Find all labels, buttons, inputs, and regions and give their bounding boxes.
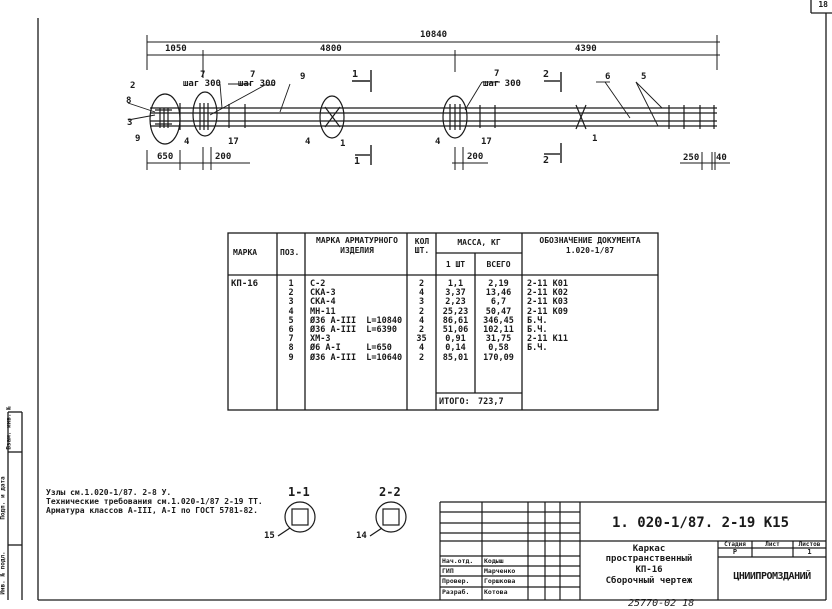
header-pos: ПОЗ. [280,248,300,257]
callout: 3 [127,118,133,128]
total-label: ИТОГО: [439,397,470,407]
dim-650: 650 [157,152,174,162]
callout: 17 [481,137,492,147]
title-line: Сборочный чертеж [605,576,693,586]
section-views [277,501,407,537]
callout: 2 [130,81,136,91]
stage-value: Р [732,548,738,556]
callout: шаг 300 [483,79,521,89]
title-line: Каркас [632,544,666,554]
callout: 5 [641,72,647,82]
callout: 1 [592,134,598,144]
dim-total: 10840 [420,30,448,40]
dim-250: 250 [683,153,700,163]
callout: шаг 300 [183,79,221,89]
callout: 7 [494,69,500,79]
title-line: пространственный [605,554,693,564]
callout: шаг 300 [238,79,276,89]
col-pos: 1 2 3 4 5 6 7 8 9 [288,279,294,363]
col-qty: 2 4 3 2 4 2 35 4 2 [416,279,427,363]
dim-4800: 4800 [320,44,342,54]
note-2: Технические требования см.1.020-1/87 2-1… [46,497,263,506]
header-mark: МАРКА [233,248,258,257]
leader-lines [127,81,663,127]
stamp-replace: Взам. инв. № [5,406,13,450]
sheet-number: 18 [818,0,828,9]
name: Марченко [484,567,516,575]
cell-mark: КП-16 [231,279,259,289]
role: Провер. [442,577,470,585]
title-block-grid [439,501,826,600]
section-mark-1-top: 1 [352,69,359,80]
dimension-lines [146,35,730,170]
callout: 17 [228,137,239,147]
col-mass-total: 2,19 13,46 6,7 50,47 346,45 102,11 31,75… [483,279,514,363]
callout: 7 [200,70,206,80]
stamp-sign-date: Подп. и дата [0,476,7,520]
header-item: МАРКА АРМАТУРНОГО ИЗДЕЛИЯ [316,236,398,255]
frame-beam [149,91,717,145]
title-line: КП-16 [635,565,663,575]
callout: 4 [184,137,190,147]
note-3: Арматура классов А-III, А-I по ГОСТ 5781… [46,506,258,515]
dim-1050: 1050 [165,44,187,54]
section-mark-1-bottom: 1 [354,156,361,167]
sheets-value: 1 [807,548,812,556]
section-mark-2-top: 2 [543,69,550,80]
sheet-label: Лист [765,541,780,548]
drawing-code: 1. 020-1/87. 2-19 К15 [612,515,790,531]
name: Кодыш [484,557,504,565]
section-mark-2-bottom: 2 [543,155,550,166]
role: Нач.отд. [442,557,474,565]
header-qty: КОЛ ШТ. [414,237,430,255]
note-1: Узлы см.1.020-1/87. 2-8 У. [46,488,172,497]
callout: 9 [300,72,306,82]
organization: ЦНИИПРОМЗДАНИЙ [733,571,811,582]
specification-table-grid [227,232,659,411]
name: Котова [484,588,508,596]
name: Горшкова [484,577,516,585]
section-view-2-ref: 14 [356,531,367,541]
col-docs: 2-11 К01 2-11 К02 2-11 К03 2-11 К09 Б.Ч.… [527,279,568,354]
section-view-1-label: 1-1 [288,485,310,499]
header-doc: ОБОЗНАЧЕНИЕ ДОКУМЕНТА 1.020-1/87 [539,236,641,255]
footer-code: 25770-02 18 [628,598,695,609]
dim-200a: 200 [215,152,232,162]
total-value: 723,7 [478,397,504,407]
callout: 4 [435,137,441,147]
callout: 4 [305,137,311,147]
header-mass: МАССА, КГ [457,238,501,247]
section-view-1-ref: 15 [264,531,275,541]
dim-4390: 4390 [575,44,597,54]
dim-40: 40 [716,153,727,163]
sheets-label: Листов [798,541,821,548]
callout: 9 [135,134,141,144]
stamp-inventory: Инв. № подл. [0,551,7,595]
section-view-2-label: 2-2 [379,485,401,499]
role: ГИП [442,567,454,575]
header-mass-one: 1 ШТ [445,260,466,269]
callout: 7 [250,70,256,80]
callout: 6 [605,72,611,82]
role: Разраб. [442,588,470,596]
col-mass-one: 1,1 3,37 2,23 25,23 86,61 51,06 0,91 0,1… [442,279,469,363]
header-mass-total: ВСЕГО [486,260,511,269]
dim-200b: 200 [467,152,484,162]
stage-label: Стадия [724,541,746,548]
section-markers [352,70,562,165]
col-items: С-2 СКА-3 СКА-4 МН-11 Ø36 А-III L=10840 … [310,279,403,363]
callout: 8 [126,96,132,106]
callout: 1 [340,139,346,149]
